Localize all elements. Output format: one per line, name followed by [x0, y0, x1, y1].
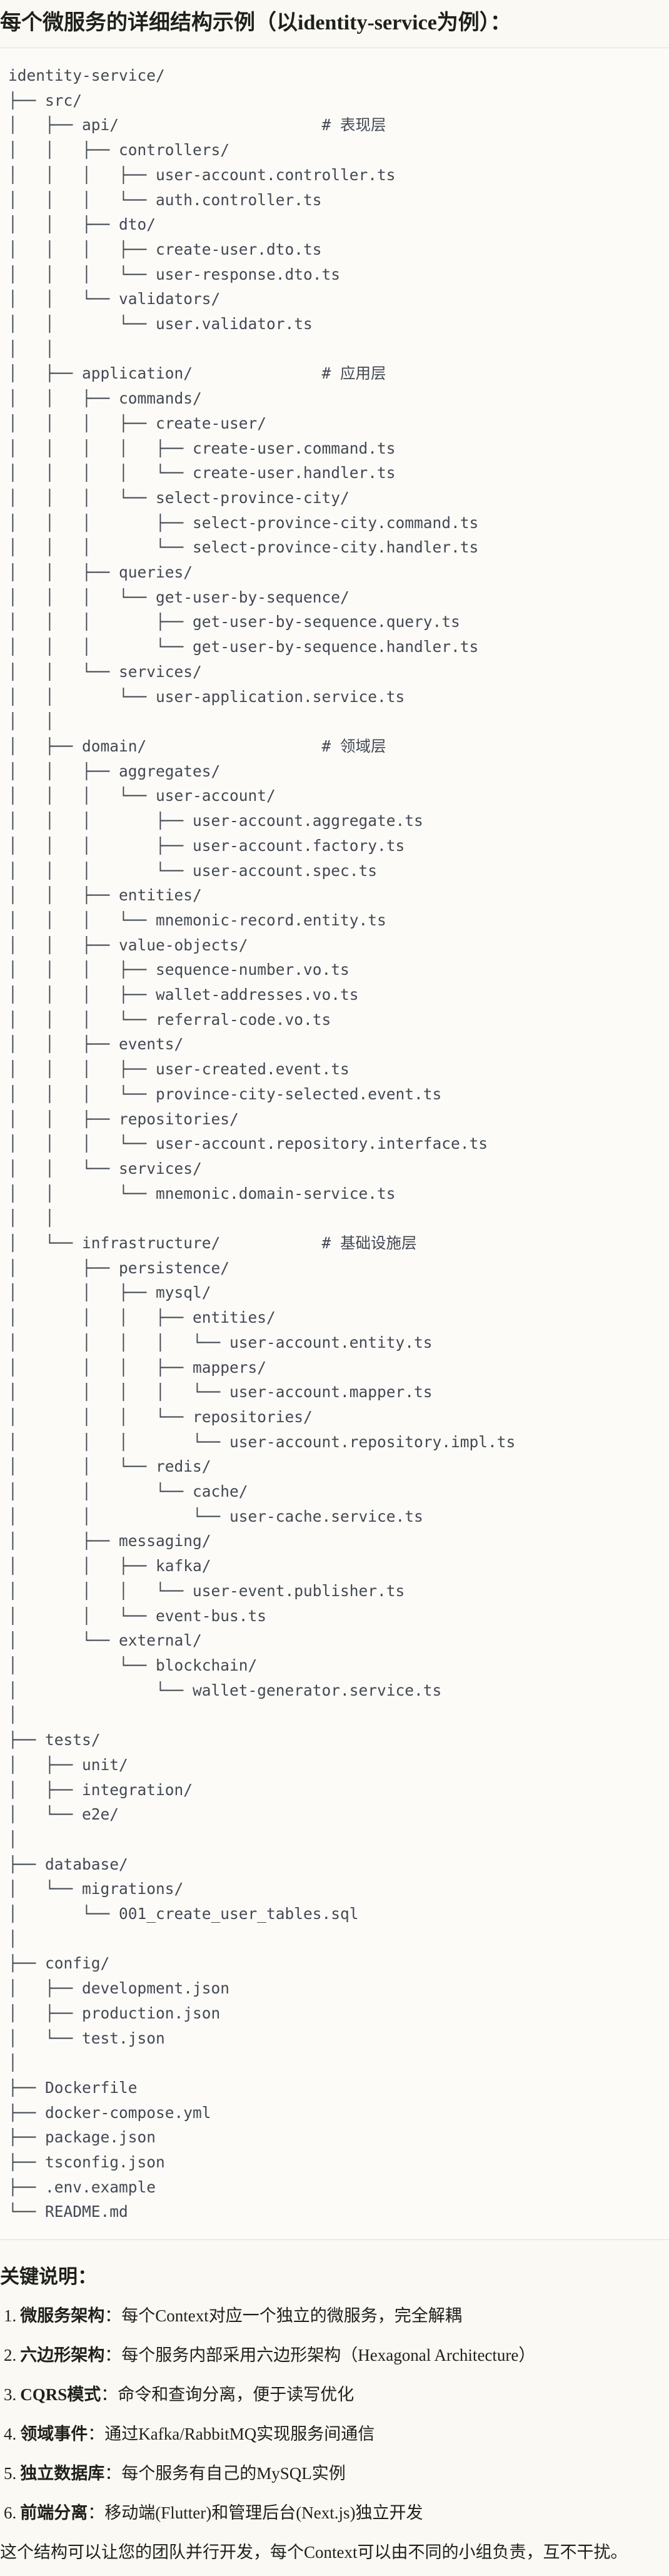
note-number: 6.: [4, 2503, 17, 2523]
note-term: 领域事件: [20, 2425, 88, 2444]
note-term: 前端分离: [20, 2503, 88, 2523]
note-item-1: 1.微服务架构：每个Context对应一个独立的微服务，完全解耦: [0, 2303, 669, 2329]
note-term: 独立数据库: [20, 2464, 105, 2483]
note-desc: ：每个服务内部采用六边形架构（Hexagonal Architecture）: [104, 2346, 536, 2365]
note-item-4: 4.领域事件：通过Kafka/RabbitMQ实现服务间通信: [0, 2421, 669, 2447]
key-notes-section: 关键说明： 1.微服务架构：每个Context对应一个独立的微服务，完全解耦 2…: [0, 2264, 669, 2565]
note-number: 5.: [4, 2464, 17, 2483]
note-desc: ：通过Kafka/RabbitMQ实现服务间通信: [88, 2425, 375, 2444]
note-number: 4.: [4, 2425, 17, 2444]
page-title: 每个微服务的详细结构示例（以identity-service为例）：: [0, 11, 511, 34]
note-term: CQRS模式: [20, 2385, 101, 2405]
note-desc: ：每个服务有自己的MySQL实例: [104, 2464, 346, 2483]
note-number: 3.: [4, 2385, 17, 2405]
note-item-6: 6.前端分离：移动端(Flutter)和管理后台(Next.js)独立开发: [0, 2500, 669, 2526]
closing-paragraph: 这个结构可以让您的团队并行开发，每个Context可以由不同的小组负责，互不干扰…: [0, 2543, 628, 2562]
note-number: 2.: [4, 2346, 17, 2365]
note-term: 六边形架构: [20, 2346, 105, 2365]
note-desc: ：每个Context对应一个独立的微服务，完全解耦: [104, 2306, 462, 2326]
note-item-3: 3.CQRS模式：命令和查询分离，便于读写优化: [0, 2381, 669, 2408]
notes-heading: 关键说明：: [0, 2266, 97, 2288]
note-desc: ：移动端(Flutter)和管理后台(Next.js)独立开发: [88, 2503, 423, 2523]
note-number: 1.: [4, 2306, 17, 2326]
note-item-5: 5.独立数据库：每个服务有自己的MySQL实例: [0, 2460, 669, 2487]
note-term: 微服务架构: [20, 2306, 105, 2326]
directory-tree-code-block: identity-service/ ├── src/ │ ├── api/ # …: [0, 48, 669, 2241]
note-desc: ：命令和查询分离，便于读写优化: [101, 2385, 355, 2405]
note-item-2: 2.六边形架构：每个服务内部采用六边形架构（Hexagonal Architec…: [0, 2342, 669, 2368]
